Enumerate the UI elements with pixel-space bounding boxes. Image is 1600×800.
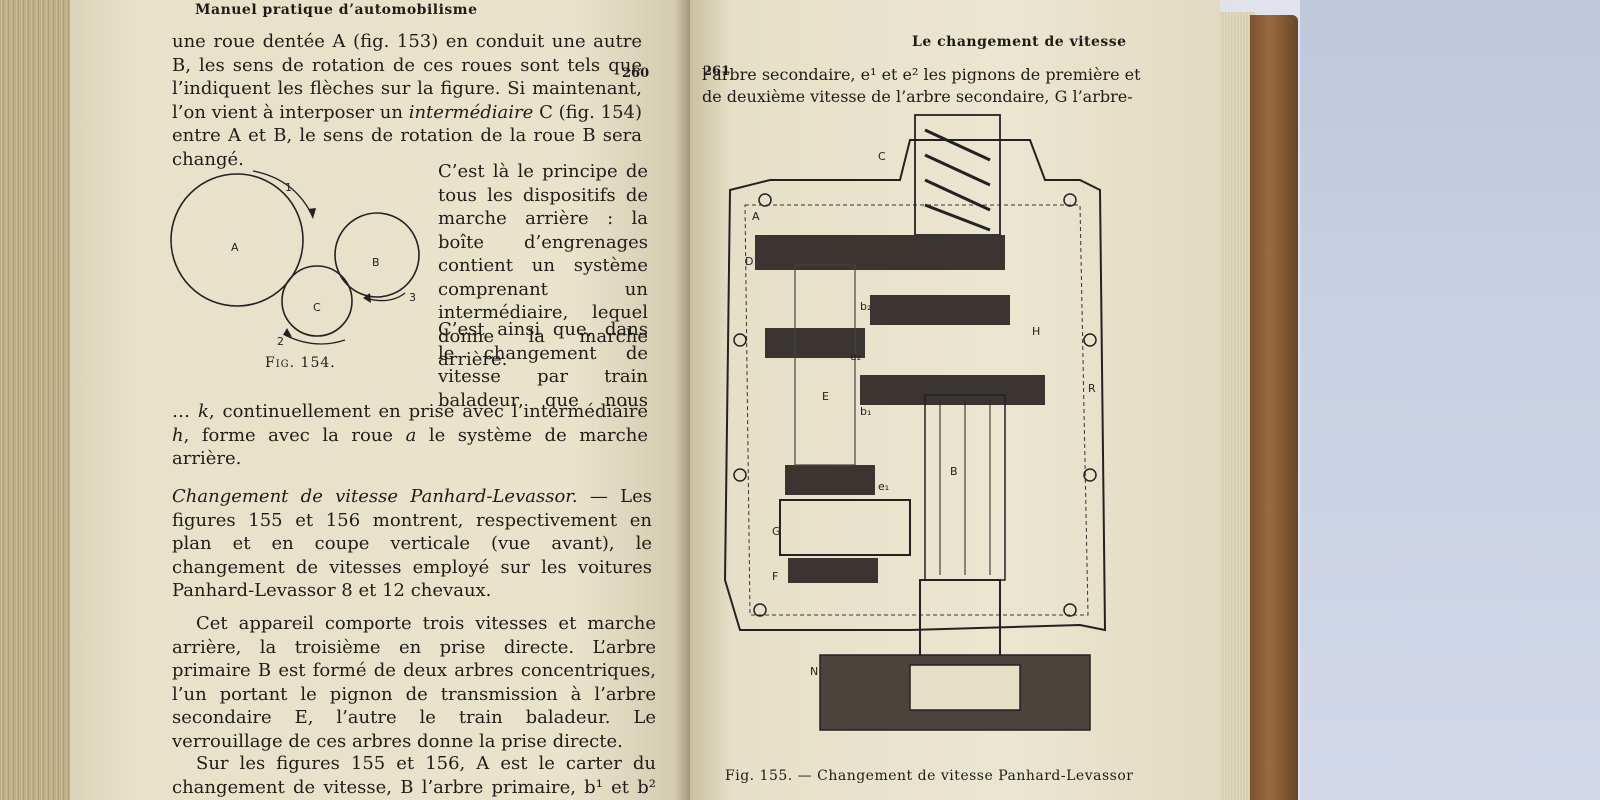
gear-b-circle xyxy=(334,212,420,298)
paragraph-5: Cet appareil comporte trois vitesses et … xyxy=(172,613,656,752)
worm-thread xyxy=(924,128,991,232)
arrow-1 xyxy=(252,170,314,218)
page-number-right: 261 xyxy=(703,64,731,79)
gear-a-circle xyxy=(170,173,304,307)
paragraph-3: … k, continuellement en prise avec l’int… xyxy=(172,400,648,471)
bolt-hole xyxy=(758,193,772,207)
bolt-hole xyxy=(1083,468,1097,482)
fig155-label-r: R xyxy=(1088,382,1096,395)
label-a: A xyxy=(231,241,239,254)
casing-outline xyxy=(723,139,1107,632)
para3-continuation: … xyxy=(172,401,190,422)
figure-154-caption: Fig. 154. xyxy=(265,355,336,371)
fig155-label-b1: b₁ xyxy=(860,405,871,418)
fig155-label-b: B xyxy=(950,465,958,478)
gear-g xyxy=(779,499,911,556)
bolt-hole xyxy=(1083,333,1097,347)
right-page: Le changement de vitesse 261 l’arbre sec… xyxy=(690,0,1220,800)
paragraph-2: C’est là le principe de tous les disposi… xyxy=(438,161,648,370)
figure-154-gears: A B C 1 2 3 xyxy=(170,170,420,348)
gear-d xyxy=(755,235,1005,270)
shaft-e xyxy=(794,264,856,466)
bolt-hole xyxy=(733,333,747,347)
fig155-label-e2: e₂ xyxy=(850,350,861,363)
right-text-line-1: l’arbre secondaire, e¹ et e² les pignons… xyxy=(702,65,1141,84)
fig155-label-c: C xyxy=(878,150,886,163)
fig155-label-e: E xyxy=(822,390,829,403)
gear-b1 xyxy=(860,375,1045,405)
running-head-right: Le changement de vitesse xyxy=(912,34,1127,50)
label-b: B xyxy=(372,256,380,269)
arrow-number-3: 3 xyxy=(409,291,416,304)
para3-mid2: , forme avec la roue xyxy=(183,424,394,446)
arrow-number-1: 1 xyxy=(285,181,292,194)
para1-text: une roue dentée A (fig. 153) en conduit … xyxy=(172,31,642,123)
fig155-label-a: A xyxy=(752,210,760,223)
arrow-1-head xyxy=(308,208,316,219)
bolt-hole xyxy=(1063,193,1077,207)
right-text-line-2: de deuxième vitesse de l’arbre secondair… xyxy=(702,87,1133,106)
fig155-label-g: G xyxy=(772,525,781,538)
fig155-label-n: N xyxy=(810,665,818,678)
left-page: Manuel pratique d’automobilisme 260 une … xyxy=(70,0,700,800)
para3-h: h xyxy=(172,424,184,446)
para1-text-end: C (fig. 154) entre A et B, le sens de ro… xyxy=(172,101,642,170)
gear-c-circle xyxy=(281,265,353,337)
paragraph-4: Changement de vitesse Panhard-Levassor. … xyxy=(172,485,652,603)
para3-k: k xyxy=(197,401,209,422)
fig155-label-h: H xyxy=(1032,325,1040,338)
gear-f-upper xyxy=(785,465,875,495)
section-body: — Les figures 155 et 156 montrent, respe… xyxy=(172,486,653,601)
arrow-number-2: 2 xyxy=(277,335,284,348)
paragraph-6: Sur les figures 155 et 156, A est le car… xyxy=(172,753,656,798)
fig155-label-b2: b₂ xyxy=(860,300,871,313)
arrow-3-head xyxy=(363,293,371,303)
fig155-label-f: F xyxy=(772,570,778,583)
figure-155-caption: Fig. 155. — Changement de vitesse Panhar… xyxy=(725,768,1134,784)
paragraph-1: une roue dentée A (fig. 153) en conduit … xyxy=(172,30,642,171)
paragraph-3-start: C’est ainsi que, dans le changement de v… xyxy=(438,319,648,408)
figure-155-gearbox: A C D E B H R F G N b₁ b₂ e₁ e₂ xyxy=(723,114,1107,731)
base-mount-inner xyxy=(909,664,1021,711)
gear-e1 xyxy=(765,328,865,358)
gear-b2 xyxy=(870,295,1010,325)
arrow-2 xyxy=(284,334,346,345)
casing-inner xyxy=(744,204,1089,616)
fig155-label-e1: e₁ xyxy=(878,480,889,493)
para3-mid: , continuellement en prise avec l’interm… xyxy=(208,401,648,422)
running-head-left: Manuel pratique d’automobilisme xyxy=(195,2,478,18)
bolt-hole xyxy=(733,468,747,482)
para1-emphasis: intermédiaire xyxy=(408,101,534,123)
section-title: Changement de vitesse Panhard-Levassor. xyxy=(172,486,578,507)
para3-end: le système de marche arrière. xyxy=(172,424,648,470)
page-number-left: 260 xyxy=(622,66,650,81)
para3-a: a xyxy=(405,424,417,446)
blue-cloth-background xyxy=(1300,0,1600,800)
fig155-label-d: D xyxy=(745,255,753,268)
bolt-hole xyxy=(753,603,767,617)
bolt-hole xyxy=(1063,603,1077,617)
label-c: C xyxy=(313,301,321,314)
gear-f-lower xyxy=(788,558,878,583)
book-cover-edge xyxy=(1250,15,1298,800)
arrow-2-head xyxy=(283,328,292,337)
